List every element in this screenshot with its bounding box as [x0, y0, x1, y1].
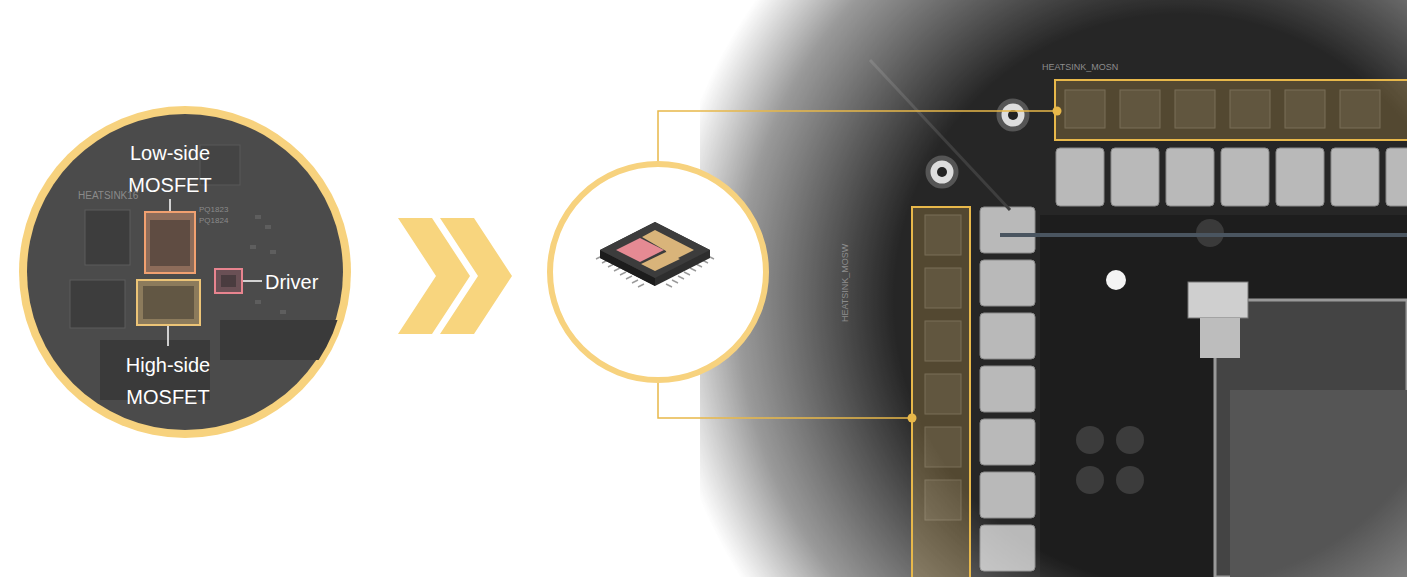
chevron-arrow [398, 218, 512, 334]
silkscreen-text: HEATSINK16 [78, 190, 168, 202]
part-label: High-side MOSFET [113, 349, 223, 413]
chip-illustration [596, 222, 714, 287]
part-label: Driver [265, 266, 345, 298]
silkscreen-text: PQ1823 [199, 205, 249, 215]
zoom-circle [19, 106, 351, 438]
silkscreen-text: HEATSINK_MOSN [1042, 62, 1152, 73]
leader-line [658, 111, 1057, 162]
silkscreen-text: HEATSINK_MOSW [840, 212, 851, 322]
highlight-band [912, 207, 970, 577]
zoom-circle [550, 164, 766, 380]
motherboard-photo [700, 0, 1407, 577]
leader-line [658, 382, 912, 418]
highlight-band [1055, 80, 1407, 140]
silkscreen-text: PQ1824 [199, 216, 249, 226]
